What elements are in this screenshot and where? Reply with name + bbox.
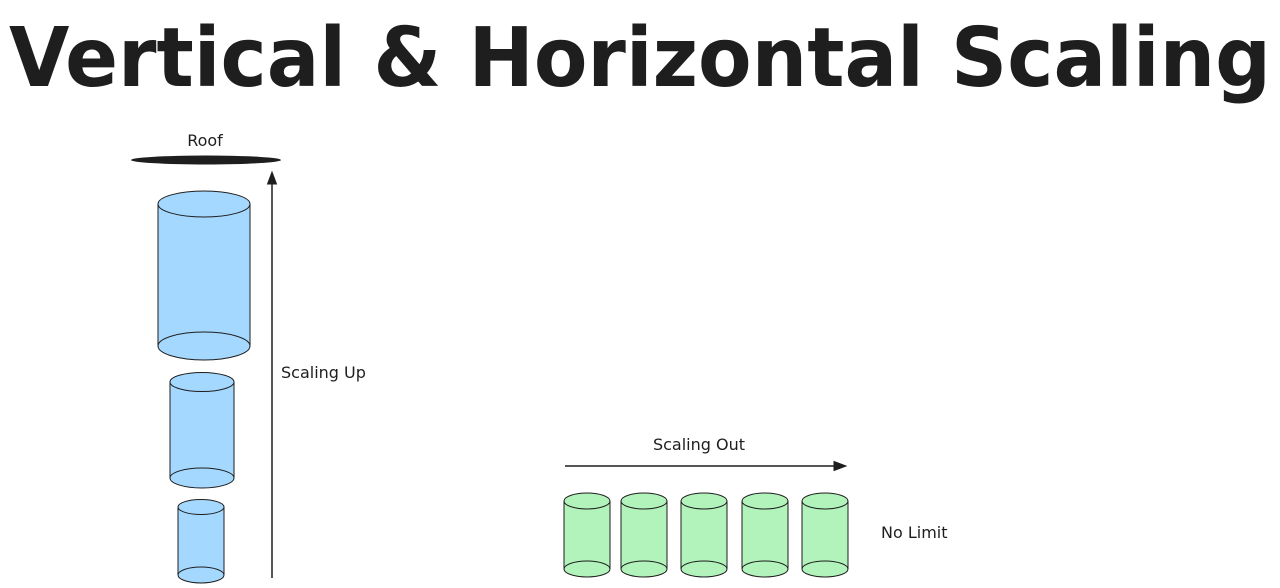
scaling-out-arrow [565, 460, 848, 472]
scaling-up-arrow [266, 170, 278, 578]
server-cylinder-2 [620, 492, 668, 578]
server-cylinder-5 [801, 492, 849, 578]
scaling-up-label: Scaling Up [281, 363, 366, 382]
roof-label: Roof [187, 131, 223, 150]
no-limit-label: No Limit [881, 523, 948, 542]
server-cylinder-4 [741, 492, 789, 578]
server-cylinder-1 [563, 492, 611, 578]
server-cylinder-medium [169, 372, 235, 489]
diagram-title: Vertical & Horizontal Scaling [9, 11, 1271, 106]
server-cylinder-3 [680, 492, 728, 578]
server-cylinder-small [177, 499, 225, 584]
roof-bar [131, 155, 281, 165]
server-cylinder-large [157, 190, 251, 361]
vertical-scaling-group: Roof Scaling Up [131, 131, 366, 584]
horizontal-scaling-group: Scaling Out No [563, 435, 948, 578]
scaling-out-label: Scaling Out [653, 435, 745, 454]
